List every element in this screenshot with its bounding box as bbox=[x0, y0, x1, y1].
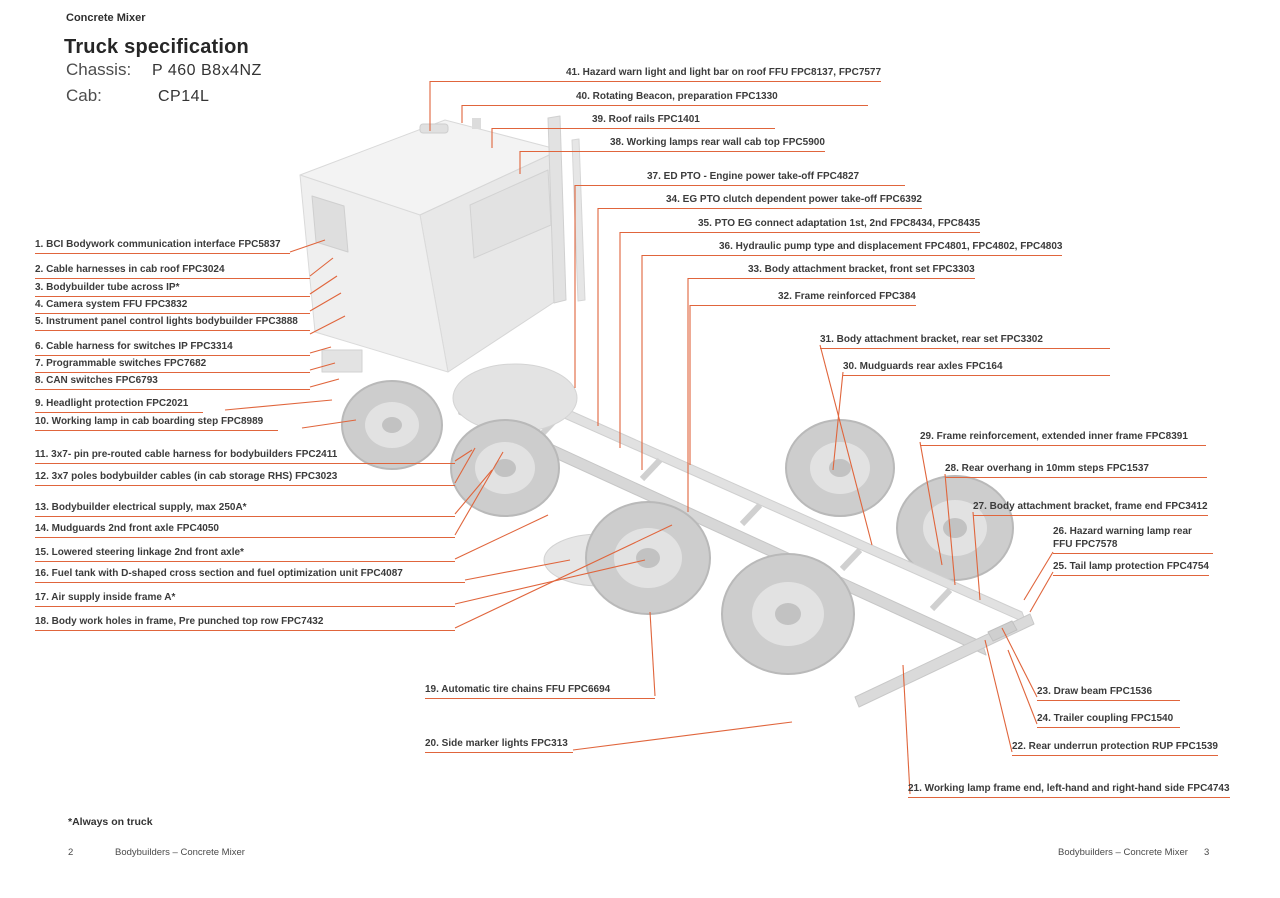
callout-41: 41. Hazard warn light and light bar on r… bbox=[430, 66, 882, 82]
roof-light-bar bbox=[419, 123, 449, 134]
callout-32: 32. Frame reinforced FPC384 bbox=[690, 290, 916, 306]
callout-30: 30. Mudguards rear axles FPC164 bbox=[843, 360, 1110, 376]
callout-38: 38. Working lamps rear wall cab top FPC5… bbox=[520, 136, 825, 152]
callout-13: 13. Bodybuilder electrical supply, max 2… bbox=[35, 501, 455, 517]
crossmember bbox=[929, 587, 953, 612]
exhaust-pipe bbox=[571, 138, 586, 302]
callout-36: 36. Hydraulic pump type and displacement… bbox=[642, 240, 1063, 256]
footnote: *Always on truck bbox=[68, 816, 153, 828]
callout-1: 1. BCI Bodywork communication interface … bbox=[35, 238, 290, 254]
callout-18: 18. Body work holes in frame, Pre punche… bbox=[35, 615, 455, 631]
footer-left-page-number: 2 bbox=[68, 847, 74, 858]
callout-27: 27. Body attachment bracket, frame end F… bbox=[973, 500, 1208, 516]
callout-25: 25. Tail lamp protection FPC4754 bbox=[1053, 560, 1209, 576]
callout-16: 16. Fuel tank with D-shaped cross sectio… bbox=[35, 567, 465, 583]
crossmember bbox=[839, 547, 863, 572]
callout-23: 23. Draw beam FPC1536 bbox=[1037, 685, 1180, 701]
chassis-label: Chassis: bbox=[66, 60, 132, 79]
draw-beam-plate bbox=[987, 620, 1018, 642]
cab-label: Cab: bbox=[66, 86, 102, 105]
wheel-far-rear-1 bbox=[785, 419, 895, 517]
callout-28: 28. Rear overhang in 10mm steps FPC1537 bbox=[945, 462, 1207, 478]
callout-7: 7. Programmable switches FPC7682 bbox=[35, 357, 310, 373]
cab-rear-window bbox=[311, 195, 349, 253]
callout-17: 17. Air supply inside frame A* bbox=[35, 591, 455, 607]
wheel-front-1 bbox=[341, 380, 443, 470]
callout-11: 11. 3x7- pin pre-routed cable harness fo… bbox=[35, 448, 455, 464]
wheel-rear-2 bbox=[721, 553, 855, 675]
callout-8: 8. CAN switches FPC6793 bbox=[35, 374, 310, 390]
callout-37: 37. ED PTO - Engine power take-off FPC48… bbox=[575, 170, 905, 186]
callout-19: 19. Automatic tire chains FFU FPC6694 bbox=[425, 683, 655, 699]
footer-right-text: Bodybuilders – Concrete Mixer bbox=[1058, 847, 1188, 858]
callout-4: 4. Camera system FFU FPC3832 bbox=[35, 298, 310, 314]
callout-12: 12. 3x7 poles bodybuilder cables (in cab… bbox=[35, 470, 455, 486]
callout-29: 29. Frame reinforcement, extended inner … bbox=[920, 430, 1206, 446]
callout-14: 14. Mudguards 2nd front axle FPC4050 bbox=[35, 522, 455, 538]
leader-lines bbox=[224, 81, 1054, 795]
boarding-step bbox=[321, 349, 363, 373]
callout-15: 15. Lowered steering linkage 2nd front a… bbox=[35, 546, 455, 562]
callout-22: 22. Rear underrun protection RUP FPC1539 bbox=[1012, 740, 1218, 756]
chassis-value: P 460 B8x4NZ bbox=[152, 62, 262, 79]
callout-9: 9. Headlight protection FPC2021 bbox=[35, 397, 204, 413]
wheel-far-rear-2 bbox=[896, 475, 1014, 581]
callout-39: 39. Roof rails FPC1401 bbox=[492, 113, 775, 129]
callout-35: 35. PTO EG connect adaptation 1st, 2nd F… bbox=[620, 217, 981, 233]
page-title: Truck specification bbox=[64, 36, 249, 58]
callout-10: 10. Working lamp in cab boarding step FP… bbox=[35, 415, 279, 431]
callout-5: 5. Instrument panel control lights bodyb… bbox=[35, 315, 310, 331]
roof-beacon-mount bbox=[472, 118, 481, 129]
callout-20: 20. Side marker lights FPC313 bbox=[425, 737, 573, 753]
wheel-front-2 bbox=[450, 419, 560, 517]
cab-value: CP14L bbox=[158, 88, 210, 105]
footer-right-page-number: 3 bbox=[1204, 847, 1210, 858]
callout-2: 2. Cable harnesses in cab roof FPC3024 bbox=[35, 263, 310, 279]
callout-31: 31. Body attachment bracket, rear set FP… bbox=[820, 333, 1110, 349]
air-intake-mast bbox=[547, 115, 567, 304]
callout-33: 33. Body attachment bracket, front set F… bbox=[688, 263, 975, 279]
callout-34: 34. EG PTO clutch dependent power take-o… bbox=[598, 193, 922, 209]
wheel-rear-1 bbox=[585, 501, 711, 615]
crossmember bbox=[639, 457, 663, 482]
callout-3: 3. Bodybuilder tube across IP* bbox=[35, 281, 310, 297]
callout-21: 21. Working lamp frame end, left-hand an… bbox=[908, 782, 1230, 798]
callout-40: 40. Rotating Beacon, preparation FPC1330 bbox=[462, 90, 868, 106]
document-eyebrow: Concrete Mixer bbox=[66, 12, 146, 24]
truck-illustration bbox=[299, 115, 1035, 708]
footer-left-text: Bodybuilders – Concrete Mixer bbox=[115, 847, 245, 858]
callout-26: 26. Hazard warning lamp rear FFU FPC7578 bbox=[1053, 525, 1213, 554]
rear-underrun-bar bbox=[854, 613, 1035, 708]
callout-24: 24. Trailer coupling FPC1540 bbox=[1037, 712, 1180, 728]
callout-6: 6. Cable harness for switches IP FPC3314 bbox=[35, 340, 310, 356]
crossmember bbox=[739, 502, 763, 527]
